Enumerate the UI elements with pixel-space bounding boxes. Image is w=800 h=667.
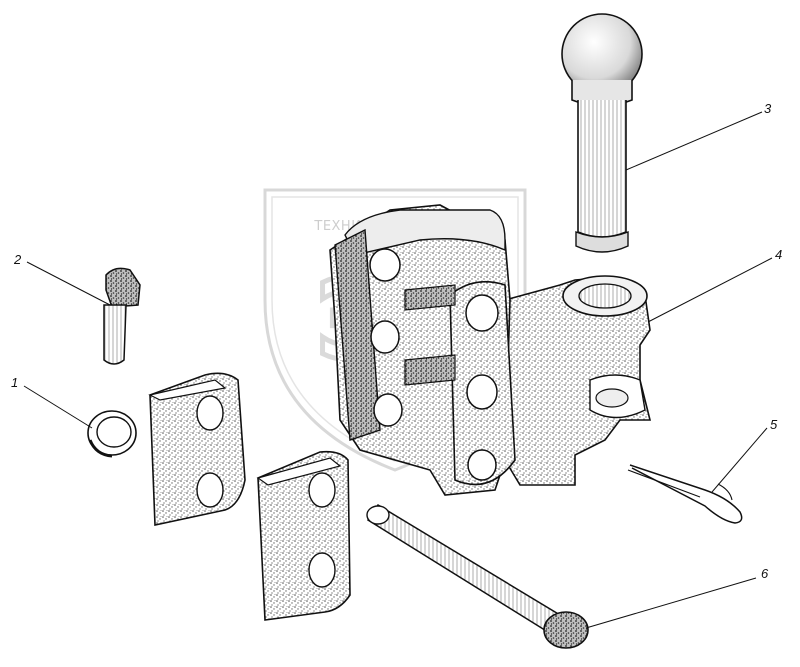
leader-line-2 bbox=[26, 261, 111, 306]
coupling-body-part bbox=[329, 204, 652, 496]
callout-6: 6 bbox=[761, 566, 769, 581]
axle-pin-part bbox=[366, 503, 589, 649]
upper-plate-part bbox=[148, 372, 246, 526]
lower-plate-part bbox=[256, 450, 351, 621]
leader-line-4 bbox=[647, 257, 773, 323]
callout-3: 3 bbox=[764, 101, 772, 116]
leader-lines bbox=[23, 111, 773, 629]
callout-5: 5 bbox=[770, 417, 778, 432]
callout-labels: 1 2 3 4 5 6 bbox=[11, 101, 782, 581]
cotter-pin-part bbox=[627, 464, 743, 524]
leader-line-3 bbox=[625, 111, 763, 171]
snap-ring-part bbox=[87, 410, 137, 458]
leader-line-6 bbox=[585, 577, 757, 629]
callout-4: 4 bbox=[775, 247, 782, 262]
ball-pin-part bbox=[561, 13, 643, 253]
callout-1: 1 bbox=[11, 375, 18, 390]
callout-2: 2 bbox=[13, 252, 22, 267]
locking-pin-part bbox=[103, 267, 141, 365]
leader-line-1 bbox=[23, 385, 93, 429]
leader-line-5 bbox=[711, 427, 768, 493]
